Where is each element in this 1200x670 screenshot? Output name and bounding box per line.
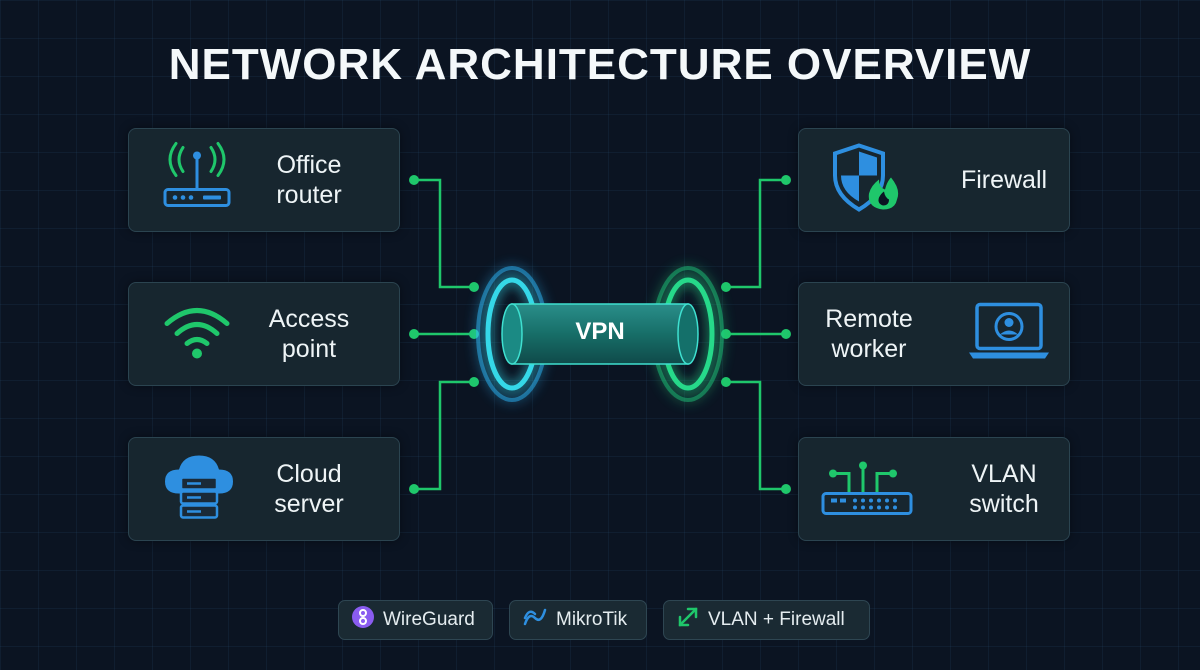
laptop-user-icon xyxy=(967,301,1051,368)
node-label: Cloud server xyxy=(274,460,344,518)
badge-mikrotik[interactable]: MikroTik xyxy=(509,600,647,640)
connector-office-router xyxy=(414,178,474,289)
wifi-icon xyxy=(159,302,235,367)
router-icon xyxy=(159,140,235,221)
node-office-router[interactable]: Office router xyxy=(128,128,400,232)
node-label: VLAN switch xyxy=(969,460,1039,518)
node-vlan-switch[interactable]: VLAN switch xyxy=(798,437,1070,541)
badge-vlan-firewall[interactable]: VLAN + Firewall xyxy=(663,600,870,640)
node-cloud-server[interactable]: Cloud server xyxy=(128,437,400,541)
page-title: NETWORK ARCHITECTURE OVERVIEW xyxy=(168,40,1032,89)
badge-label: WireGuard xyxy=(383,609,475,630)
node-label: Firewall xyxy=(960,166,1048,194)
expand-arrows-icon xyxy=(676,605,700,635)
connector-vlan-switch xyxy=(726,380,786,491)
node-label: Access point xyxy=(268,305,350,363)
node-remote-worker[interactable]: Remote worker xyxy=(798,282,1070,386)
node-firewall[interactable]: Firewall xyxy=(798,128,1070,232)
connector-firewall xyxy=(726,178,786,289)
switch-icon xyxy=(819,456,919,523)
shield-fire-icon xyxy=(829,140,905,221)
vpn-label: VPN xyxy=(575,318,625,345)
badge-label: VLAN + Firewall xyxy=(708,609,845,630)
wireguard-icon xyxy=(351,605,375,635)
node-label: Office router xyxy=(276,151,342,209)
mikrotik-icon xyxy=(522,606,548,634)
vpn-tunnel-graphic xyxy=(476,266,724,402)
node-access-point[interactable]: Access point xyxy=(128,282,400,386)
badge-wireguard[interactable]: WireGuard xyxy=(338,600,493,640)
badge-label: MikroTik xyxy=(556,609,628,630)
connector-cloud-server xyxy=(414,380,474,491)
node-label: Remote worker xyxy=(825,305,913,363)
cloud-server-icon xyxy=(159,452,239,527)
